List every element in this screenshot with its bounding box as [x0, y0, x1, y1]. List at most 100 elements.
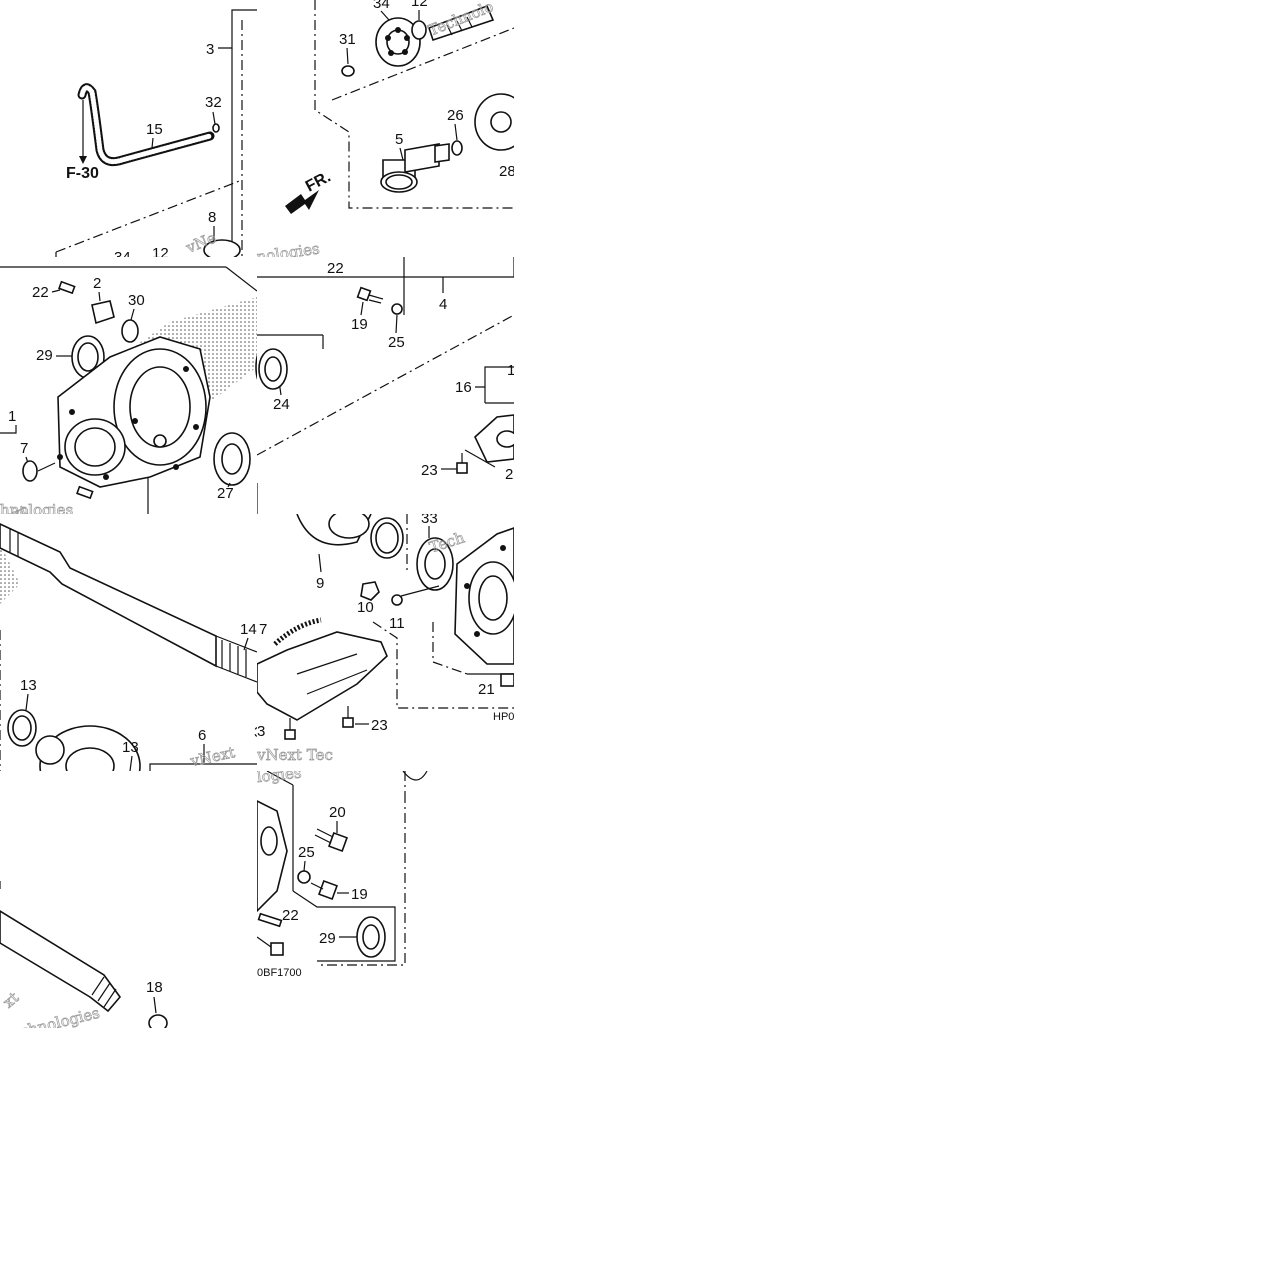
diagram-tile-center: 22 4 19 25 24 16 1 23 2	[257, 257, 514, 514]
callout-17-lower: 7	[259, 621, 267, 638]
callout-29: 29	[36, 347, 53, 364]
sleeve-5	[380, 143, 450, 193]
diagram-tile-top-right-stub	[514, 0, 515, 720]
watermark-technologies: hnologies	[0, 501, 73, 514]
washer-25-lower	[297, 870, 311, 884]
callout-3-edge: 3	[254, 724, 257, 741]
stud-22-lower	[257, 912, 283, 928]
drive-shaft-14	[0, 523, 257, 683]
stud-21	[500, 673, 514, 687]
pinion-shaft	[427, 4, 495, 42]
gear-partial	[203, 239, 241, 257]
callout-22-top: 22	[327, 260, 344, 277]
bolt-23-left	[284, 718, 296, 740]
gear-24-edge	[255, 354, 257, 380]
callout-12-lower: 12	[152, 245, 169, 257]
bolt-23-lower	[342, 706, 354, 728]
callout-34: 34	[373, 0, 390, 12]
callout-23-left: 3	[257, 723, 265, 740]
callout-31: 31	[339, 31, 356, 48]
watermark-tec: vNext Tec	[257, 746, 333, 764]
callout-8: 8	[208, 209, 216, 226]
bolt-bottom	[257, 936, 284, 956]
callout-34-lower: 34	[114, 249, 131, 257]
gear-9	[296, 514, 372, 546]
breather-tube	[77, 83, 215, 167]
diagram-tile-bottom-left: 18 xt Technologies	[0, 771, 257, 1028]
callout-21: 21	[478, 681, 495, 698]
housing-partial	[257, 800, 288, 913]
callout-6: 6	[198, 727, 206, 744]
callout-26: 26	[447, 107, 464, 124]
ref-direction-label: F-30	[66, 165, 99, 182]
watermark-axle: vNext	[188, 743, 237, 770]
callout-2: 2	[93, 275, 101, 292]
nut-10	[360, 581, 380, 601]
callout-19-lower: 19	[351, 886, 368, 903]
callout-29-lower: 29	[319, 930, 336, 947]
final-gear-case	[57, 336, 211, 488]
hose-clip	[212, 123, 220, 133]
callout-22: 22	[32, 284, 49, 301]
callout-13: 13	[20, 677, 37, 694]
front-marker: FR.	[303, 168, 334, 195]
callout-15: 15	[146, 121, 163, 138]
cover-plate	[474, 414, 514, 463]
bolt-19	[356, 286, 384, 304]
washer-25	[391, 303, 403, 315]
axle-18	[0, 910, 122, 1013]
callout-3: 3	[206, 41, 214, 58]
callout-32: 32	[205, 94, 222, 111]
oring-12	[411, 20, 427, 40]
circlip-31	[341, 65, 355, 77]
diagram-tile-bottom-center: 20 25 19 22 29 0BF1700 logies	[257, 771, 514, 1028]
washer-11	[391, 594, 403, 606]
callout-23-lower: 23	[371, 717, 388, 734]
watermark-bottom-center: logies	[257, 771, 302, 786]
callout-22-lower: 22	[282, 907, 299, 924]
diagram-tile-center-lower: 9 33 10 11 7 21 HP0 23 3 Tech	[257, 514, 514, 771]
callout-10: 10	[357, 599, 374, 616]
watermark-ext: xt	[0, 988, 22, 1011]
front-arrow	[285, 190, 319, 214]
callout-12: 12	[411, 0, 428, 10]
plug-2	[91, 300, 115, 325]
stud-22	[58, 280, 76, 295]
callout-27: 27	[217, 485, 234, 502]
callout-28: 28	[499, 163, 514, 180]
gear-case-cover	[454, 527, 514, 665]
diagram-tile-axle: 14 13 13 6 vNext 3	[0, 514, 257, 771]
diagram-tile-top-left: F-30 15 32 3 8 34 12 vNe	[0, 0, 257, 257]
drawing-code-prefix: HP0	[493, 711, 514, 723]
seal-top-right	[402, 771, 428, 781]
diagram-tile-middle-left: 22 2 30 29 27 1 7 ext hnologies	[0, 257, 257, 514]
ring-gear-13	[35, 725, 141, 771]
callout-23: 23	[421, 462, 438, 479]
callout-25: 25	[388, 334, 405, 351]
callout-17: 1	[507, 362, 514, 379]
callout-19: 19	[351, 316, 368, 333]
oring-30	[121, 319, 139, 343]
diagram-tile-top-middle: 34 12 31 5 26 28 FR. Technolo nologies	[257, 0, 514, 257]
callout-33: 33	[421, 514, 438, 527]
callout-4: 4	[439, 296, 447, 313]
nut-18	[148, 1014, 168, 1028]
callout-14: 14	[240, 621, 257, 638]
seal-strip	[273, 617, 322, 646]
skid-plate	[257, 631, 388, 721]
callout-5: 5	[395, 131, 403, 148]
callout-7: 7	[20, 440, 28, 457]
callout-25-lower: 25	[298, 844, 315, 861]
stud-lower	[76, 485, 94, 500]
bolt-20	[314, 828, 348, 852]
bolt-19-lower	[310, 880, 338, 900]
callout-30: 30	[128, 292, 145, 309]
oring-7	[22, 460, 38, 482]
callout-16: 16	[455, 379, 472, 396]
callout-20: 20	[329, 804, 346, 821]
drawing-code: 0BF1700	[257, 967, 302, 979]
watermark-logies: nologies	[257, 239, 321, 257]
callout-21-edge: 2	[505, 466, 513, 483]
callout-13-second: 13	[122, 739, 139, 756]
